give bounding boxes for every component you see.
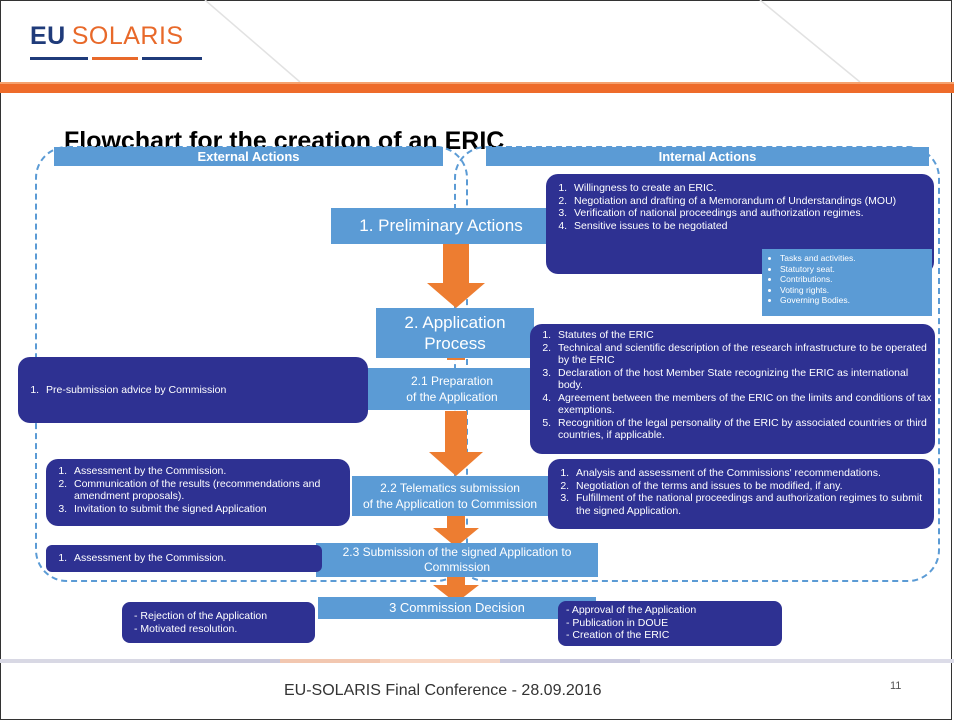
step-preparation-line1: 2.1 Preparation (410, 374, 494, 388)
list-item: Contributions. (780, 274, 932, 285)
arrow-3 (429, 411, 483, 476)
list-item: - Publication in DOUE (566, 616, 669, 629)
arrow-2 (447, 358, 465, 360)
list-item: Declaration of the host Member State rec… (554, 367, 935, 392)
list-item: Assessment by the Commission. (70, 552, 322, 565)
page-number: 11 (890, 680, 902, 692)
header-band-top (0, 82, 954, 84)
list-item: - Creation of the ERIC (566, 629, 670, 641)
footer-band (0, 659, 954, 667)
logo-underline (30, 57, 202, 60)
header-band (0, 84, 954, 93)
internal-preparation-box: Statutes of the ERIC Technical and scien… (530, 324, 935, 454)
step-application-line2: Process (424, 334, 486, 353)
list-item: Fulfillment of the national proceedings … (572, 492, 934, 517)
external-actions-header: External Actions (54, 147, 443, 166)
list-item: - Motivated resolution. (134, 622, 238, 635)
list-item: Recognition of the legal personality of … (554, 417, 935, 442)
step-signed-submission: 2.3 Submission of the signed Application… (316, 543, 598, 577)
external-preparation-box: Pre-submission advice by Commission (18, 357, 368, 423)
list-item: Pre-submission advice by Commission (42, 384, 368, 397)
list-item: Statutory seat. (780, 264, 932, 275)
step-commission-decision: 3 Commission Decision (318, 597, 596, 619)
arrow-4 (433, 512, 479, 547)
arrow-5 (433, 575, 479, 603)
step-signed-line2: Commission (423, 560, 490, 574)
list-item: Negotiation and drafting of a Memorandum… (570, 195, 934, 208)
list-item: Technical and scientific description of … (554, 342, 935, 367)
list-item: Voting rights. (780, 285, 932, 296)
step-preliminary-actions: 1. Preliminary Actions (331, 208, 551, 244)
external-signed-box: Assessment by the Commission. (46, 545, 322, 572)
list-item: Assessment by the Commission. (70, 465, 350, 478)
list-item: Analysis and assessment of the Commissio… (572, 467, 934, 480)
list-item: Tasks and activities. (780, 253, 932, 264)
internal-telematics-box: Analysis and assessment of the Commissio… (548, 459, 934, 529)
list-item: Negotiation of the terms and issues to b… (572, 480, 934, 493)
decision-positive-box: - Approval of the Application - Publicat… (558, 601, 782, 646)
list-item: Willingness to create an ERIC. (570, 182, 934, 195)
step-application-process: 2. Application Process (376, 308, 534, 358)
step-preparation: 2.1 Preparation of the Application (367, 368, 537, 410)
external-telematics-box: Assessment by the Commission. Communicat… (46, 459, 350, 526)
list-item: Sensitive issues to be negotiated (570, 220, 934, 233)
list-item: Invitation to submit the signed Applicat… (70, 503, 350, 516)
step-signed-line1: 2.3 Submission of the signed Application… (342, 545, 572, 559)
step-telematics-submission: 2.2 Telematics submission of the Applica… (352, 476, 548, 516)
step-telematics-line2: of the Application to Commission (362, 497, 538, 511)
list-item: - Approval of the Application (566, 604, 697, 616)
decision-negative-box: - Rejection of the Application - Motivat… (122, 602, 315, 643)
step-telematics-line1: 2.2 Telematics submission (380, 481, 520, 495)
internal-actions-header: Internal Actions (486, 147, 929, 166)
list-item: Statutes of the ERIC (554, 329, 935, 342)
list-item: Verification of national proceedings and… (570, 207, 934, 220)
list-item: Governing Bodies. (780, 295, 932, 306)
step-application-line1: 2. Application (404, 313, 506, 332)
footer-text: EU-SOLARIS Final Conference - 28.09.2016 (284, 682, 602, 699)
list-item: Agreement between the members of the ERI… (554, 392, 935, 417)
list-item: - Rejection of the Application (134, 610, 268, 622)
step-preparation-line2: of the Application (406, 390, 498, 404)
list-item: Communication of the results (recommenda… (70, 478, 350, 503)
arrow-1 (427, 243, 485, 308)
sensitive-issues-box: Tasks and activities. Statutory seat. Co… (762, 249, 932, 316)
